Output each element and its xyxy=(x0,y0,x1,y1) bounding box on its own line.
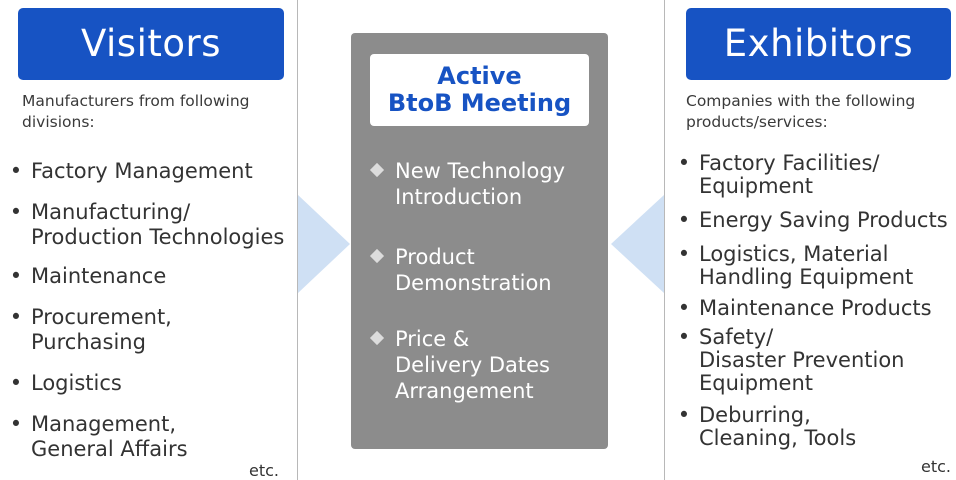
list-item-label: Safety/ Disaster Prevention Equipment xyxy=(699,325,905,395)
list-item-label: Deburring, Cleaning, Tools xyxy=(699,403,857,450)
bullet-icon: • xyxy=(9,371,23,395)
list-item-label: Logistics, Material Handling Equipment xyxy=(699,242,914,289)
list-item-label: Logistics xyxy=(31,371,122,395)
meeting-title-line2: BtoB Meeting xyxy=(387,89,572,117)
meeting-title-line1: Active xyxy=(437,62,522,90)
meeting-list: New Technology Introduction Product Demo… xyxy=(369,158,605,438)
list-item: • Manufacturing/ Production Technologies xyxy=(10,200,293,250)
bullet-icon: • xyxy=(9,412,23,436)
list-item: • Deburring, Cleaning, Tools xyxy=(678,403,956,450)
list-item: • Maintenance xyxy=(10,264,293,289)
bullet-icon: • xyxy=(9,159,23,183)
exhibitors-list: • Factory Facilities/ Equipment • Energy S… xyxy=(678,151,956,461)
list-item-label: Management, General Affairs xyxy=(31,412,188,461)
list-item-label: Maintenance Products xyxy=(699,296,932,320)
list-item-label: New Technology Introduction xyxy=(395,159,566,209)
arrow-left-icon xyxy=(611,195,664,293)
bullet-icon: • xyxy=(9,305,23,329)
exhibitors-panel: Exhibitors Companies with the following … xyxy=(664,0,956,480)
list-item: • Procurement, Purchasing xyxy=(10,305,293,355)
bullet-icon: • xyxy=(677,151,691,175)
bullet-icon: • xyxy=(677,296,691,320)
arrow-right-icon xyxy=(298,195,350,293)
list-item: Price & Delivery Dates Arrangement xyxy=(369,326,605,404)
exhibitors-etc: etc. xyxy=(921,457,951,476)
bullet-icon: • xyxy=(677,403,691,427)
list-item: • Safety/ Disaster Prevention Equipment xyxy=(678,325,956,395)
bullet-icon: • xyxy=(9,264,23,288)
list-item: • Factory Management xyxy=(10,159,293,184)
list-item: • Management, General Affairs xyxy=(10,412,293,462)
bullet-icon: • xyxy=(9,200,23,224)
list-item: • Logistics xyxy=(10,371,293,396)
bullet-icon: • xyxy=(677,242,691,266)
list-item: • Logistics, Material Handling Equipment xyxy=(678,242,956,289)
exhibitors-title: Exhibitors xyxy=(686,8,951,80)
list-item: • Maintenance Products xyxy=(678,296,956,320)
bullet-icon: • xyxy=(677,325,691,349)
list-item-label: Energy Saving Products xyxy=(699,208,948,232)
list-item: • Energy Saving Products xyxy=(678,208,956,232)
meeting-box: Active BtoB Meeting New Technology Intro… xyxy=(351,33,608,449)
list-item-label: Factory Facilities/ Equipment xyxy=(699,151,880,198)
list-item-label: Price & Delivery Dates Arrangement xyxy=(395,327,550,403)
visitors-list: • Factory Management • Manufacturing/ Prod… xyxy=(10,159,293,478)
exhibitors-description: Companies with the following products/se… xyxy=(686,92,916,131)
diamond-icon xyxy=(369,162,385,178)
bullet-icon: • xyxy=(677,208,691,232)
list-item: New Technology Introduction xyxy=(369,158,605,210)
meeting-title: Active BtoB Meeting xyxy=(370,54,589,126)
list-item: • Factory Facilities/ Equipment xyxy=(678,151,956,198)
diamond-icon xyxy=(369,330,385,346)
visitors-panel: Visitors Manufacturers from following di… xyxy=(0,0,298,480)
list-item-label: Procurement, Purchasing xyxy=(31,305,172,354)
list-item-label: Maintenance xyxy=(31,264,167,288)
list-item-label: Product Demonstration xyxy=(395,245,552,295)
list-item-label: Factory Management xyxy=(31,159,253,183)
visitors-description: Manufacturers from following divisions: xyxy=(22,92,250,131)
visitors-etc: etc. xyxy=(249,461,279,480)
list-item-label: Manufacturing/ Production Technologies xyxy=(31,200,285,249)
diamond-icon xyxy=(369,248,385,264)
list-item: Product Demonstration xyxy=(369,244,605,296)
visitors-title: Visitors xyxy=(18,8,284,80)
